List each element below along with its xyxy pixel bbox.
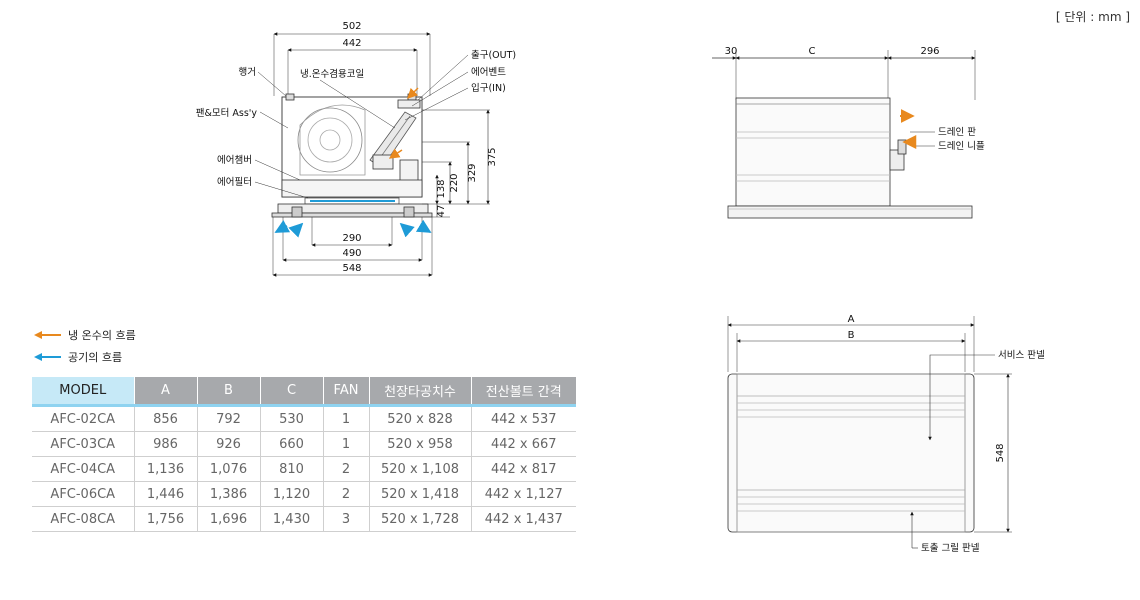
cell-ceiling-opening: 520 x 828 <box>369 405 472 432</box>
cell-bolt-spacing: 442 x 667 <box>471 431 576 457</box>
cell-b: 1,696 <box>197 506 261 532</box>
label-coil: 냉.온수겸용코일 <box>300 68 364 80</box>
cell-b: 1,386 <box>197 481 261 507</box>
dim-329: 329 <box>467 163 478 182</box>
legend-water-text: 냉 온수의 흐름 <box>68 329 136 342</box>
legend-air-text: 공기의 흐름 <box>68 351 123 364</box>
cell-model: AFC-03CA <box>32 431 135 457</box>
table-row: AFC-06CA 1,446 1,386 1,120 2 520 x 1,418… <box>32 481 576 507</box>
table-row: AFC-04CA 1,136 1,076 810 2 520 x 1,108 4… <box>32 456 576 482</box>
cell-model: AFC-08CA <box>32 506 135 532</box>
cell-ceiling-opening: 520 x 1,418 <box>369 481 472 507</box>
front-water-arrows <box>388 87 419 159</box>
cell-ceiling-opening: 520 x 1,108 <box>369 456 472 482</box>
cell-a: 1,136 <box>134 456 198 482</box>
blue-arrow-icon <box>34 353 61 361</box>
cell-bolt-spacing: 442 x 1,437 <box>471 506 576 532</box>
label-drain-pan: 드레인 판 <box>938 127 976 138</box>
cell-fan: 2 <box>323 456 370 482</box>
legend-air: 공기의 흐름 <box>34 349 122 365</box>
cell-a: 856 <box>134 405 198 432</box>
orange-arrow-icon <box>34 331 61 339</box>
spec-table: MODEL A B C FAN 천장타공치수 전산볼트 간격 AFC-02CA … <box>32 377 576 532</box>
cell-a: 986 <box>134 431 198 457</box>
dim-bottom-a: A <box>848 314 855 325</box>
dim-side-c: C <box>809 46 816 57</box>
front-air-arrows <box>274 219 432 238</box>
dim-bottom-548: 548 <box>995 443 1006 462</box>
table-row: AFC-02CA 856 792 530 1 520 x 828 442 x 5… <box>32 405 576 432</box>
label-filter: 에어필터 <box>217 176 252 188</box>
cell-bolt-spacing: 442 x 1,127 <box>471 481 576 507</box>
cell-ceiling-opening: 520 x 958 <box>369 431 472 457</box>
header-c: C <box>260 377 324 406</box>
dim-side-30: 30 <box>725 46 738 57</box>
label-grille-panel: 토출 그릴 판넬 <box>921 542 980 554</box>
table-header-row: MODEL A B C FAN 천장타공치수 전산볼트 간격 <box>32 377 576 406</box>
header-b: B <box>197 377 261 406</box>
cell-c: 810 <box>260 456 324 482</box>
cell-bolt-spacing: 442 x 537 <box>471 405 576 432</box>
header-ceiling-opening: 천장타공치수 <box>369 377 472 406</box>
header-fan: FAN <box>323 377 370 406</box>
dim-47: 47 <box>436 205 447 218</box>
cell-c: 530 <box>260 405 324 432</box>
dim-375: 375 <box>487 147 498 166</box>
bottom-view <box>727 316 1012 549</box>
dim-548: 548 <box>342 263 361 274</box>
cell-fan: 1 <box>323 405 370 432</box>
label-service-panel: 서비스 판넬 <box>998 349 1045 361</box>
cell-fan: 3 <box>323 506 370 532</box>
cell-model: AFC-02CA <box>32 405 135 432</box>
cell-c: 660 <box>260 431 324 457</box>
cell-fan: 2 <box>323 481 370 507</box>
dim-138: 138 <box>436 179 447 198</box>
cell-fan: 1 <box>323 431 370 457</box>
dim-442: 442 <box>342 38 361 49</box>
table-row: AFC-03CA 986 926 660 1 520 x 958 442 x 6… <box>32 431 576 457</box>
dim-220: 220 <box>449 173 460 192</box>
cell-a: 1,756 <box>134 506 198 532</box>
dim-502: 502 <box>342 21 361 32</box>
dim-side-296: 296 <box>920 46 939 57</box>
cell-ceiling-opening: 520 x 1,728 <box>369 506 472 532</box>
cell-bolt-spacing: 442 x 817 <box>471 456 576 482</box>
label-hanger: 행거 <box>239 66 256 78</box>
table-row: AFC-08CA 1,756 1,696 1,430 3 520 x 1,728… <box>32 506 576 532</box>
side-view <box>712 50 976 219</box>
cell-b: 1,076 <box>197 456 261 482</box>
header-a: A <box>134 377 198 406</box>
cell-b: 792 <box>197 405 261 432</box>
header-model: MODEL <box>32 377 135 406</box>
label-vent: 에어벤트 <box>471 67 506 78</box>
dim-490: 490 <box>342 248 361 259</box>
label-outlet: 출구(OUT) <box>471 50 516 61</box>
cell-model: AFC-06CA <box>32 481 135 507</box>
dim-bottom-b: B <box>848 330 855 341</box>
header-bolt-spacing: 전산볼트 간격 <box>471 377 576 406</box>
label-chamber: 에어챔버 <box>217 154 252 166</box>
cell-model: AFC-04CA <box>32 456 135 482</box>
label-drain-nipple: 드레인 니플 <box>938 141 985 152</box>
label-fan: 팬&모터 Ass'y <box>196 108 258 119</box>
legend-water: 냉 온수의 흐름 <box>34 327 136 343</box>
cell-c: 1,430 <box>260 506 324 532</box>
dim-290: 290 <box>342 233 361 244</box>
cell-c: 1,120 <box>260 481 324 507</box>
unit-note: [ 단위 : mm ] <box>1055 10 1130 24</box>
front-view <box>254 32 490 277</box>
label-inlet: 입구(IN) <box>471 82 506 94</box>
cell-a: 1,446 <box>134 481 198 507</box>
cell-b: 926 <box>197 431 261 457</box>
